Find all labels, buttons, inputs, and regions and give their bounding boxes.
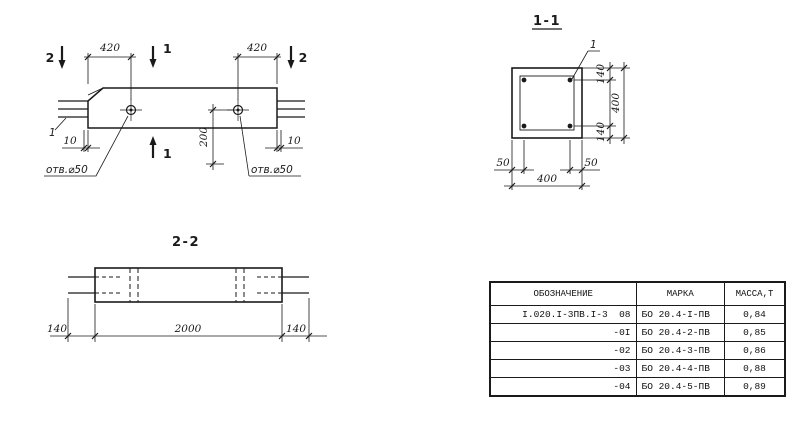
dim-140-top: 140 xyxy=(595,64,607,84)
plan-view: 420 420 2 2 1 1 xyxy=(44,41,308,177)
dim-400-bottom: 400 xyxy=(536,173,557,185)
cell-mass: 0,89 xyxy=(723,377,786,397)
dim-140-end-right: 140 xyxy=(286,323,306,335)
cell-mass: 0,86 xyxy=(723,341,786,360)
beam-outline xyxy=(87,87,278,129)
cell-mark: БО 20.4-5-ПВ xyxy=(635,377,725,397)
section-mark-2-left-label: 2 xyxy=(46,50,55,65)
rebar-position-leader xyxy=(54,117,67,131)
rebar-dots xyxy=(521,77,573,129)
dim-140-bottom: 140 xyxy=(595,122,607,142)
table-row: -03 БО 20.4-4-ПВ 0,88 xyxy=(489,359,786,378)
top-dimension-lines xyxy=(84,53,281,100)
col-header-mark: МАРКА xyxy=(635,281,725,306)
length-dim-lines xyxy=(50,298,327,342)
cell-designation: -0I xyxy=(489,323,637,342)
hole-callout-right-leader xyxy=(239,115,301,177)
stirrup-outline xyxy=(519,75,575,131)
section-mark-1-top xyxy=(149,46,157,68)
cell-mass: 0,88 xyxy=(723,359,786,378)
rebar-position-label: 1 xyxy=(49,127,56,139)
cell-mark: БО 20.4-4-ПВ xyxy=(635,359,725,378)
section-right-dim-lines xyxy=(574,62,630,144)
dim-10-left: 10 xyxy=(63,135,77,147)
section-mark-1-bottom xyxy=(149,136,157,158)
section-mark-1-bottom-label: 1 xyxy=(163,146,172,161)
dim-10-lines xyxy=(62,130,303,152)
hidden-hole-lines xyxy=(129,268,245,302)
cell-designation: -02 xyxy=(489,341,637,360)
dim-420-left: 420 xyxy=(99,42,120,54)
protruding-bars-2 xyxy=(68,276,309,294)
hidden-bar-lines xyxy=(95,276,282,294)
section-2-2-title: 2-2 xyxy=(172,235,200,250)
cell-mark: БО 20.4-I-ПВ xyxy=(635,305,725,324)
hole-callout-right: отв.⌀50 xyxy=(251,164,293,176)
dim-10-right: 10 xyxy=(287,135,301,147)
table-header-row: ОБОЗНАЧЕНИЕ МАРКА МАССА,Т xyxy=(489,281,786,306)
table-row: -02 БО 20.4-3-ПВ 0,86 xyxy=(489,341,786,360)
table-row: I.020.I-3ПВ.I-3 08 БО 20.4-I-ПВ 0,84 xyxy=(489,305,786,324)
dim-200-lines xyxy=(206,104,233,170)
dim-50-right: 50 xyxy=(584,157,598,169)
section-rebar-label: 1 xyxy=(590,39,597,51)
hole-callout-left-leader xyxy=(44,115,129,177)
section-mark-2-left xyxy=(58,46,66,69)
section-2-2-view: 2-2 140 2000 140 xyxy=(47,235,327,342)
dim-200: 200 xyxy=(198,127,210,148)
section-1-1-view: 1-1 1 140 400 140 xyxy=(494,14,630,190)
hole-left xyxy=(120,99,142,121)
section-mark-1-top-label: 1 xyxy=(163,41,172,56)
cell-designation: -03 xyxy=(489,359,637,378)
dim-2000: 2000 xyxy=(174,323,202,335)
beam-longitudinal-outline xyxy=(94,267,283,303)
dim-420-right: 420 xyxy=(246,42,267,54)
cell-mark: БО 20.4-3-ПВ xyxy=(635,341,725,360)
table-row: -04 БО 20.4-5-ПВ 0,89 xyxy=(489,377,786,397)
cell-designation: -04 xyxy=(489,377,637,397)
dim-50-left: 50 xyxy=(496,157,510,169)
cell-designation: I.020.I-3ПВ.I-3 08 xyxy=(489,305,637,324)
section-mark-2-right-label: 2 xyxy=(299,50,308,65)
table-row: -0I БО 20.4-2-ПВ 0,85 xyxy=(489,323,786,342)
cell-mass: 0,85 xyxy=(723,323,786,342)
beam-notch-line xyxy=(87,87,104,96)
dim-140-end-left: 140 xyxy=(47,323,67,335)
section-outline xyxy=(511,67,583,139)
hole-callout-left: отв.⌀50 xyxy=(46,164,88,176)
cell-mass: 0,84 xyxy=(723,305,786,324)
col-header-mass: МАССА,Т xyxy=(723,281,786,306)
specification-table: ОБОЗНАЧЕНИЕ МАРКА МАССА,Т I.020.I-3ПВ.I-… xyxy=(489,281,786,397)
protruding-bars xyxy=(58,100,305,118)
cell-mark: БО 20.4-2-ПВ xyxy=(635,323,725,342)
col-header-designation: ОБОЗНАЧЕНИЕ xyxy=(489,281,637,306)
section-1-1-title: 1-1 xyxy=(533,14,561,29)
section-mark-2-right xyxy=(287,46,295,69)
section-rebar-leader xyxy=(571,50,600,80)
section-bottom-dim-lines xyxy=(494,140,600,190)
dim-400-right: 400 xyxy=(610,93,622,114)
